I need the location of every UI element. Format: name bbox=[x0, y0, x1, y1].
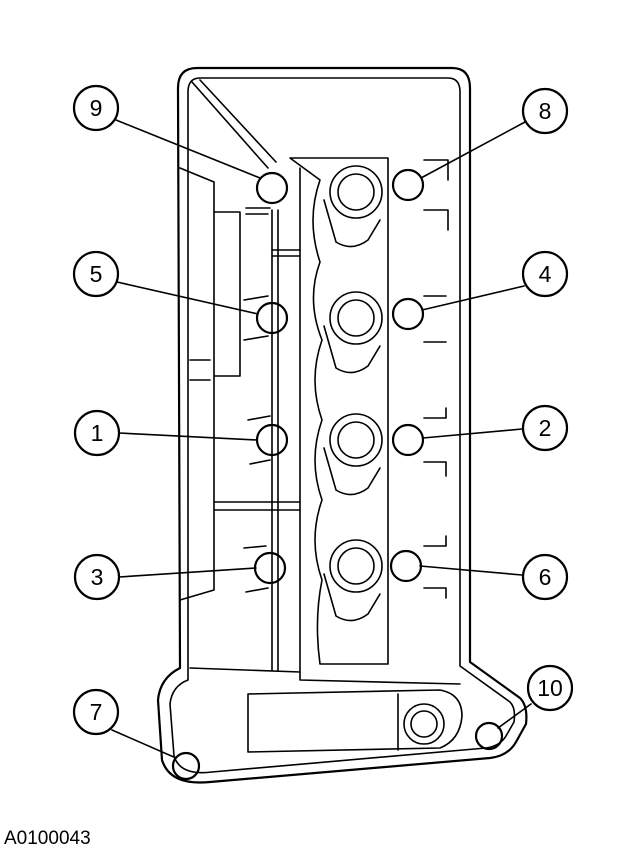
callout-2: 2 bbox=[521, 404, 569, 452]
bolt-4 bbox=[391, 297, 425, 331]
oil-filler-cap bbox=[403, 703, 445, 745]
callout-3: 3 bbox=[73, 553, 121, 601]
callout-6-label: 6 bbox=[539, 564, 552, 590]
callout-8-label: 8 bbox=[539, 98, 552, 124]
callout-3-label: 3 bbox=[91, 564, 104, 590]
bolt-3 bbox=[253, 551, 287, 585]
callout-9: 9 bbox=[72, 84, 120, 132]
callouts: 9 8 5 4 1 2 3 6 bbox=[72, 84, 574, 736]
callout-8: 8 bbox=[521, 87, 569, 135]
callout-10: 10 bbox=[526, 664, 574, 712]
bolt-5 bbox=[255, 301, 289, 335]
bolt-bosses bbox=[243, 159, 449, 599]
bolt-9 bbox=[255, 171, 289, 205]
spark-plug-towers bbox=[323, 165, 383, 622]
callout-2-label: 2 bbox=[539, 415, 552, 441]
callout-6: 6 bbox=[521, 553, 569, 601]
bolt-8 bbox=[391, 168, 425, 202]
callout-7-label: 7 bbox=[90, 699, 103, 725]
figure-id: A0100043 bbox=[4, 828, 91, 849]
leader-lines bbox=[111, 119, 532, 759]
spark-plug-tower-2 bbox=[323, 291, 383, 374]
bolts bbox=[171, 168, 504, 781]
spark-plug-tower-4 bbox=[323, 539, 383, 622]
spark-plug-tower-3 bbox=[323, 413, 383, 496]
callout-9-label: 9 bbox=[90, 95, 103, 121]
callout-1: 1 bbox=[73, 409, 121, 457]
bolt-2 bbox=[391, 423, 425, 457]
callout-5: 5 bbox=[72, 250, 120, 298]
bolt-7 bbox=[171, 751, 201, 781]
spark-plug-tower-1 bbox=[323, 165, 383, 248]
bolt-6 bbox=[389, 549, 423, 583]
callout-4-label: 4 bbox=[539, 261, 552, 287]
callout-1-label: 1 bbox=[91, 420, 104, 446]
callout-4: 4 bbox=[521, 250, 569, 298]
callout-7: 7 bbox=[72, 688, 120, 736]
callout-10-label: 10 bbox=[537, 675, 563, 701]
callout-5-label: 5 bbox=[90, 261, 103, 287]
cover-inner-structure bbox=[179, 79, 463, 753]
bolt-10 bbox=[474, 721, 504, 751]
